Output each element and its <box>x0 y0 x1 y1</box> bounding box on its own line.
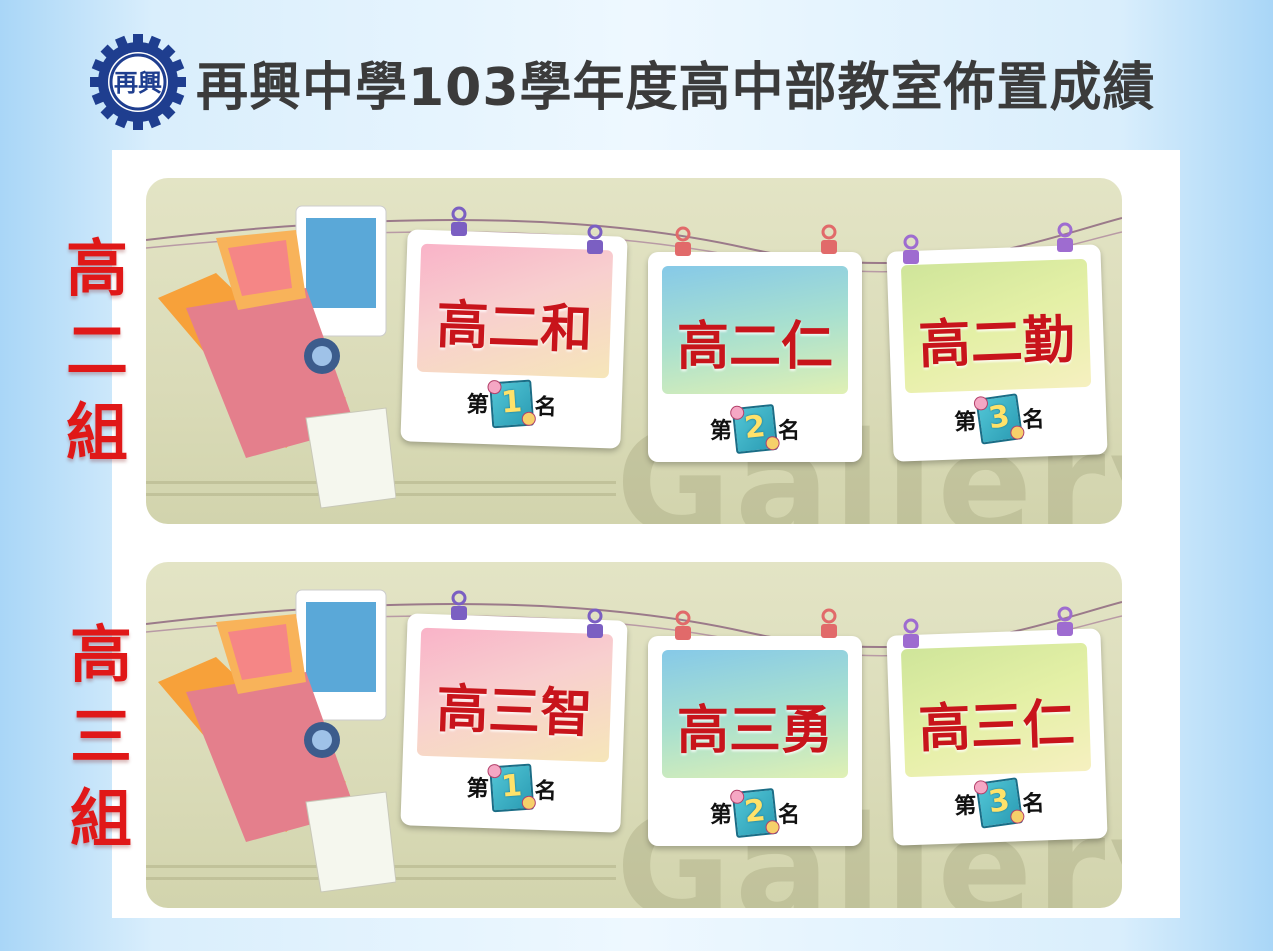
clip-icon <box>1057 222 1073 252</box>
clip-icon <box>587 224 603 254</box>
rank-label: 第 2 名 <box>648 787 862 839</box>
logo-text: 再興 <box>114 69 162 97</box>
rank-suffix: 名 <box>778 803 801 828</box>
clip-icon <box>821 224 837 254</box>
photo-card-rank1: 高三智 第 1 名 <box>400 613 628 833</box>
rank-suffix: 名 <box>534 394 558 421</box>
rank-prefix: 第 <box>709 803 732 828</box>
rank-prefix: 第 <box>466 776 490 803</box>
rank-badge-icon: 3 <box>973 777 1026 829</box>
rank-number: 2 <box>742 409 768 447</box>
group-label-char: 二 <box>65 314 128 387</box>
rank-label: 第 3 名 <box>892 776 1107 829</box>
group-label-char: 組 <box>69 782 132 855</box>
rank-badge-icon: 2 <box>729 787 781 839</box>
rank-suffix: 名 <box>1021 791 1045 818</box>
rank-badge-icon: 1 <box>487 763 537 813</box>
rank-number: 3 <box>986 398 1012 437</box>
clip-icon <box>451 590 467 620</box>
page-title: 再興中學103學年度高中部教室佈置成績 <box>196 57 1156 118</box>
rank-number: 3 <box>986 782 1012 821</box>
photo-card-rank2: 高三勇 第 2 名 <box>648 636 862 846</box>
clip-icon <box>821 608 837 638</box>
class-name: 高三仁 <box>917 694 1076 760</box>
rank-number: 1 <box>499 384 524 421</box>
clip-icon <box>903 234 919 264</box>
page-header: 再興 再興中學103學年度高中部教室佈置成績 <box>88 34 1156 130</box>
photo-card-rank2: 高二仁 第 2 名 <box>648 252 862 462</box>
class-name: 高三勇 <box>676 701 833 761</box>
group-label-char: 三 <box>69 700 132 773</box>
rank-prefix: 第 <box>466 392 490 419</box>
rank-prefix: 第 <box>953 409 977 436</box>
camera-icon <box>158 589 396 893</box>
rank-number: 2 <box>742 793 768 831</box>
rank-badge-icon: 2 <box>729 403 781 455</box>
group-label-char: 組 <box>65 396 128 469</box>
rank-prefix: 第 <box>953 793 977 820</box>
clip-icon <box>675 226 691 256</box>
photo-card-rank3: 高二勤 第 3 名 <box>886 244 1108 462</box>
clip-icon <box>451 206 467 236</box>
rank-suffix: 名 <box>778 419 801 444</box>
class-name: 高二勤 <box>917 310 1076 376</box>
school-logo: 再興 <box>88 32 188 132</box>
class-name: 高二和 <box>435 295 594 361</box>
gallery-banner-senior3: Gallery 高三智 第 1 名 高三勇 第 2 名 <box>146 562 1122 908</box>
rank-suffix: 名 <box>534 778 558 805</box>
photo-card-rank3: 高三仁 第 3 名 <box>886 628 1108 846</box>
group-label-char: 高 <box>69 618 132 691</box>
rank-label: 第 1 名 <box>401 377 622 431</box>
group-label-senior2: 高 二 組 <box>62 228 132 474</box>
rank-prefix: 第 <box>709 419 732 444</box>
clip-icon <box>903 618 919 648</box>
rank-badge-icon: 1 <box>487 379 537 429</box>
clip-icon <box>587 608 603 638</box>
rank-number: 1 <box>499 768 524 805</box>
rank-label: 第 3 名 <box>892 392 1107 445</box>
camera-icon <box>158 205 396 509</box>
clip-icon <box>1057 606 1073 636</box>
rank-label: 第 2 名 <box>648 403 862 455</box>
class-name: 高二仁 <box>676 317 833 377</box>
rank-label: 第 1 名 <box>401 761 622 815</box>
rank-suffix: 名 <box>1021 407 1045 434</box>
gallery-banner-senior2: Gallery 高二和 第 1 名 高二仁 第 2 名 <box>146 178 1122 524</box>
rank-badge-icon: 3 <box>973 393 1026 445</box>
photo-card-rank1: 高二和 第 1 名 <box>400 229 628 449</box>
class-name: 高三智 <box>435 679 594 745</box>
group-label-senior3: 高 三 組 <box>66 614 136 860</box>
clip-icon <box>675 610 691 640</box>
group-label-char: 高 <box>65 232 128 305</box>
